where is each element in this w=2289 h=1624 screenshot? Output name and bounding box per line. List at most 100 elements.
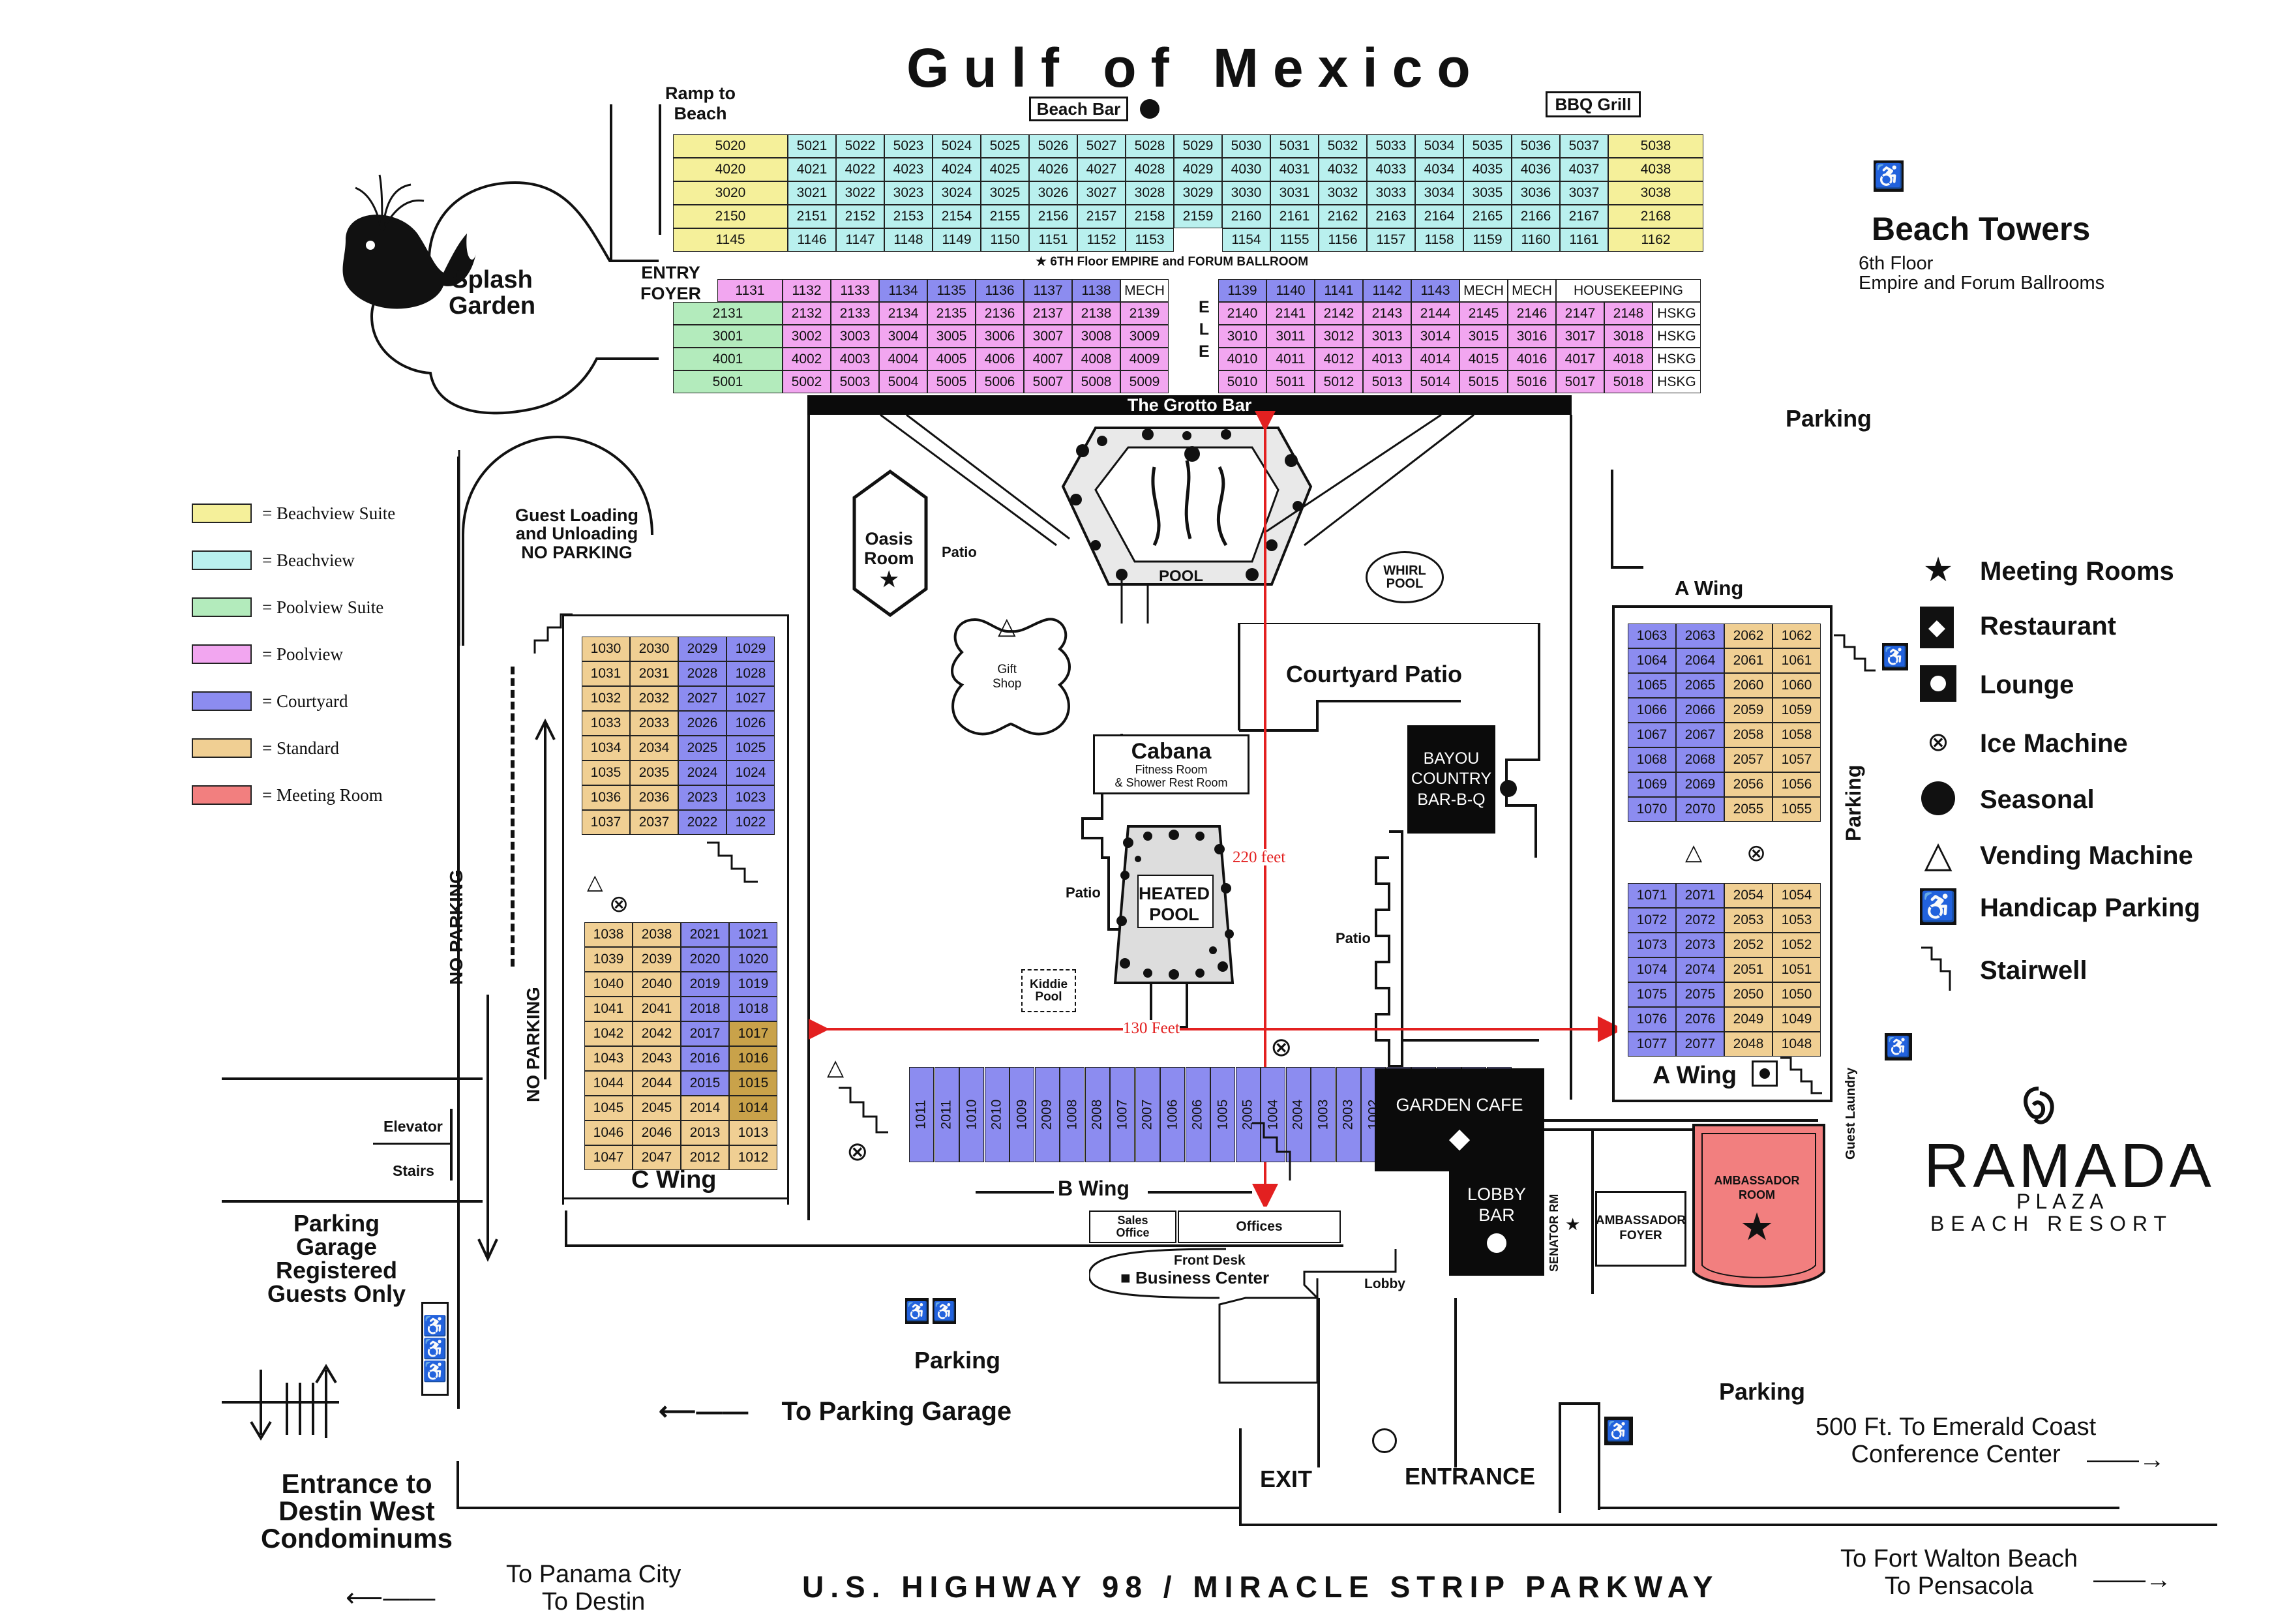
- room-2017: 2017: [681, 1021, 729, 1046]
- room-2069: 2069: [1676, 772, 1724, 797]
- room-1077: 1077: [1628, 1032, 1676, 1057]
- room-2025: 2025: [678, 736, 726, 760]
- room-1159: 1159: [1463, 228, 1512, 252]
- room-1049: 1049: [1773, 1007, 1821, 1032]
- key-stairwell-icon: [1920, 946, 1956, 991]
- legend-swatch-beachview-suite: [192, 504, 252, 523]
- grotto-bar-label: The Grotto Bar: [807, 395, 1572, 415]
- room-number: 2010: [989, 1099, 1004, 1130]
- parking-label-ne: Parking: [1786, 405, 1872, 432]
- room-2166: 2166: [1512, 205, 1560, 228]
- senator-rm-label: SENATOR RM: [1548, 1194, 1561, 1272]
- room-5037: 5037: [1560, 134, 1608, 158]
- distance-220-feet: 220 feet: [1233, 849, 1286, 866]
- room-2147: 2147: [1556, 302, 1604, 325]
- room-5016: 5016: [1508, 370, 1556, 393]
- room-5020: 5020: [673, 134, 788, 158]
- a-wing-label-bottom: A Wing: [1653, 1062, 1737, 1089]
- room-2140: 2140: [1218, 302, 1266, 325]
- room-number: 1009: [1014, 1099, 1029, 1130]
- room-2132: 2132: [783, 302, 831, 325]
- room-5011: 5011: [1266, 370, 1315, 393]
- lane-arrow-down: [477, 995, 498, 1262]
- room-1036: 1036: [582, 785, 630, 810]
- room-2057: 2057: [1724, 747, 1773, 772]
- room-3003: 3003: [831, 325, 879, 348]
- room-5009: 5009: [1120, 370, 1169, 393]
- room-2054: 2054: [1724, 883, 1773, 908]
- stairwell-icon-c2: [533, 613, 573, 654]
- room-2012: 2012: [681, 1145, 729, 1170]
- room-number: 2006: [1189, 1099, 1205, 1130]
- room-1138: 1138: [1072, 279, 1120, 302]
- room-2040: 2040: [633, 972, 681, 997]
- room-4026: 4026: [1029, 158, 1077, 181]
- room-1063: 1063: [1628, 624, 1676, 648]
- room-4012: 4012: [1315, 348, 1363, 370]
- room-4027: 4027: [1077, 158, 1126, 181]
- room-3021: 3021: [788, 181, 836, 205]
- room-5012: 5012: [1315, 370, 1363, 393]
- lounge-icon-a: [1752, 1060, 1778, 1087]
- room-2064: 2064: [1676, 648, 1724, 673]
- room-1030: 1030: [582, 637, 630, 661]
- room-2003: 2003: [1336, 1067, 1361, 1162]
- front-desk-label: Front Desk: [1174, 1253, 1246, 1268]
- room-3001: 3001: [673, 325, 783, 348]
- room-4010: 4010: [1218, 348, 1266, 370]
- vending-machine-icon-b: △: [827, 1055, 845, 1080]
- room-2158: 2158: [1126, 205, 1174, 228]
- room-2026: 2026: [678, 711, 726, 736]
- room-4023: 4023: [884, 158, 933, 181]
- b-wing-label: B Wing: [1058, 1177, 1130, 1200]
- key-label: Seasonal: [1980, 785, 2095, 814]
- room-2005: 2005: [1235, 1067, 1261, 1162]
- room-1145: 1145: [673, 228, 788, 252]
- room-5029: 5029: [1174, 134, 1222, 158]
- room-3015: 3015: [1459, 325, 1508, 348]
- room-2052: 2052: [1724, 933, 1773, 957]
- room-5021: 5021: [788, 134, 836, 158]
- room-5026: 5026: [1029, 134, 1077, 158]
- legend-label: = Poolview: [262, 644, 343, 664]
- room-2019: 2019: [681, 972, 729, 997]
- room-3017: 3017: [1556, 325, 1604, 348]
- room-1064: 1064: [1628, 648, 1676, 673]
- vending-machine-icon-gift: △: [998, 612, 1016, 639]
- room-4033: 4033: [1367, 158, 1415, 181]
- fountain-icon: [1372, 1428, 1397, 1453]
- legend-swatch-courtyard: [192, 691, 252, 711]
- room-3030: 3030: [1222, 181, 1270, 205]
- parking-label-se: Parking: [1719, 1378, 1806, 1405]
- room-2035: 2035: [630, 760, 678, 785]
- room-4021: 4021: [788, 158, 836, 181]
- beach-towers-sub1: 6th Floor: [1859, 253, 1934, 274]
- room-2150: 2150: [673, 205, 788, 228]
- room-1052: 1052: [1773, 933, 1821, 957]
- room-1028: 1028: [726, 661, 775, 686]
- room-5001: 5001: [673, 370, 783, 393]
- room-1013: 1013: [729, 1120, 777, 1145]
- room-2031: 2031: [630, 661, 678, 686]
- room-1027: 1027: [726, 686, 775, 711]
- room-4031: 4031: [1270, 158, 1319, 181]
- room-3032: 3032: [1319, 181, 1367, 205]
- room-1007: 1007: [1110, 1067, 1135, 1162]
- beach-towers-sub2: Empire and Forum Ballrooms: [1859, 273, 2105, 293]
- room-1025: 1025: [726, 736, 775, 760]
- stairwell-icon-a2: [1780, 1057, 1822, 1094]
- room-5002: 5002: [783, 370, 831, 393]
- room-1068: 1068: [1628, 747, 1676, 772]
- room-3038: 3038: [1608, 181, 1703, 205]
- room-1051: 1051: [1773, 957, 1821, 982]
- east-arrow: ——→: [2093, 1565, 2172, 1594]
- room-2055: 2055: [1724, 797, 1773, 822]
- room-5022: 5022: [836, 134, 884, 158]
- room-2029: 2029: [678, 637, 726, 661]
